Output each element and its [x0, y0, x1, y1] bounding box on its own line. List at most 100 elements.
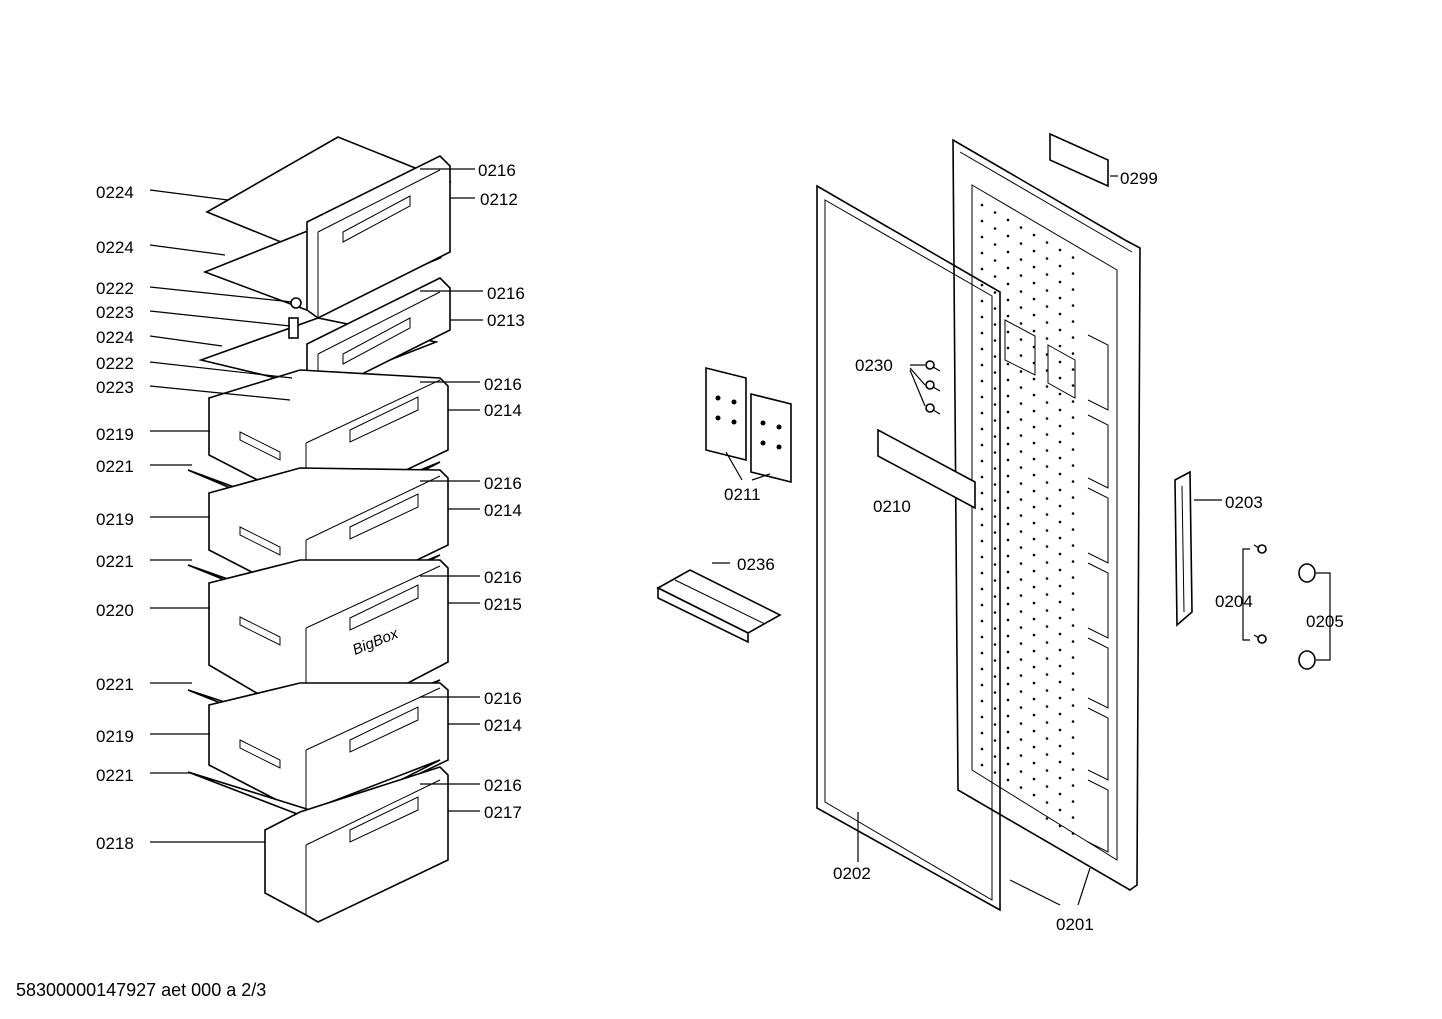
door-dot [1032, 713, 1036, 717]
callout-0223-a: 0223 [96, 303, 134, 322]
door-dot [1006, 698, 1010, 702]
door-dot [980, 699, 984, 703]
door-dot [1058, 696, 1062, 700]
callout-0214-c: 0214 [484, 716, 522, 735]
door-dot [993, 227, 997, 230]
door-dot [1032, 569, 1036, 573]
callout-0203: 0203 [1225, 493, 1263, 512]
door-dot [993, 387, 997, 390]
door-dot [1058, 440, 1062, 444]
callout-0213: 0213 [487, 311, 525, 330]
door-dot [1019, 354, 1023, 357]
door-dot [1006, 458, 1010, 462]
callout-0222-b: 0222 [96, 354, 134, 373]
door-dot [1006, 506, 1010, 510]
door-dot [1045, 433, 1049, 436]
door-dot [1006, 362, 1010, 366]
door-dot [1045, 801, 1049, 804]
door-dot [1058, 360, 1062, 364]
door-dot [1032, 745, 1036, 749]
door-dot [1006, 314, 1010, 318]
callout-0221-b: 0221 [96, 552, 134, 571]
door-dot [980, 651, 984, 655]
door-dot [993, 563, 997, 566]
door-dot [1045, 721, 1049, 724]
door-dot [1058, 552, 1062, 556]
door-dot [1058, 536, 1062, 540]
door-dot [1019, 754, 1023, 757]
door-dot [1006, 234, 1010, 238]
door-dot [1006, 250, 1010, 254]
callout-0224-c: 0224 [96, 328, 134, 347]
door-dot [1045, 817, 1049, 820]
door-dot [1071, 464, 1075, 467]
door-dot-pattern [980, 203, 1075, 835]
door-dot [1006, 650, 1010, 654]
door-dot [993, 323, 997, 326]
door-dot [1006, 762, 1010, 766]
door-dot [993, 611, 997, 614]
door-dot [993, 579, 997, 582]
door-shelf-bumps [1087, 334, 1109, 853]
door-dot [1071, 832, 1075, 835]
door-dot [1019, 594, 1023, 597]
door-dot [1019, 386, 1023, 389]
door-dot [1058, 808, 1062, 812]
door-dot [1071, 768, 1075, 771]
door-dot [1032, 249, 1036, 253]
door-dot [1058, 504, 1062, 508]
door-dot [1071, 624, 1075, 627]
door-dot [1058, 264, 1062, 268]
door-dot [1006, 554, 1010, 558]
door-dot [1019, 786, 1023, 789]
door-dot [1045, 737, 1049, 740]
door-dot [993, 339, 997, 342]
door-dot [1071, 656, 1075, 659]
door-dot [1032, 233, 1036, 237]
door-dot [1006, 746, 1010, 750]
door-dot [993, 355, 997, 358]
door-dot [1006, 346, 1010, 350]
door-dot [980, 683, 984, 687]
door-dot [980, 635, 984, 639]
door-dot [1006, 666, 1010, 670]
door-dot [1071, 688, 1075, 691]
door-dot [1045, 625, 1049, 628]
door-dot [1019, 658, 1023, 661]
door-dot [1006, 634, 1010, 638]
door-dot [993, 243, 997, 246]
door-dot [1006, 714, 1010, 718]
door-dot [1006, 490, 1010, 494]
door-dot [993, 531, 997, 534]
drawer-front-0212 [306, 155, 451, 319]
door-dot [993, 259, 997, 262]
door-dot [1019, 258, 1023, 261]
door-dot [1045, 321, 1049, 324]
door-dot [1032, 761, 1036, 765]
door-dot [1006, 538, 1010, 542]
door-dot [1032, 457, 1036, 461]
door-dot [1045, 257, 1049, 260]
screws-0204 [1253, 544, 1267, 644]
door-dot [1071, 432, 1075, 435]
door-dot [1032, 521, 1036, 525]
door-dot [1032, 537, 1036, 541]
door-dot [993, 643, 997, 646]
callout-0211: 0211 [724, 485, 761, 504]
door-dot [1045, 705, 1049, 708]
door-dot [993, 275, 997, 278]
door-dot [1032, 697, 1036, 701]
door-dot [1019, 306, 1023, 309]
door-dot [980, 571, 984, 575]
door-dot [1071, 816, 1075, 819]
door-dot [1019, 322, 1023, 325]
door-dot [1058, 568, 1062, 572]
door-dot [1045, 497, 1049, 500]
door-dot [1019, 242, 1023, 245]
door-dot [1019, 546, 1023, 549]
door-dot [1045, 529, 1049, 532]
door-dot [993, 691, 997, 694]
door-dot [1045, 273, 1049, 276]
door-dot [1058, 584, 1062, 588]
callout-0223-b: 0223 [96, 378, 134, 397]
